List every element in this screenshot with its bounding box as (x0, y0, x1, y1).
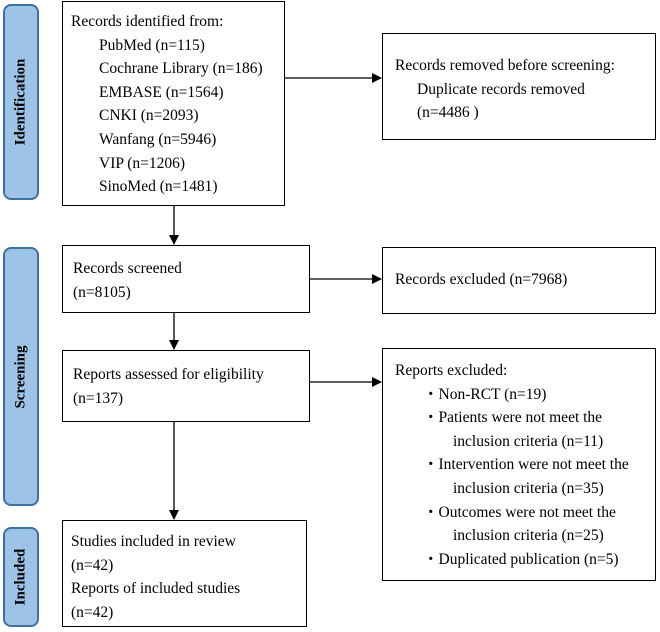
source-item: EMBASE (n=1564) (99, 83, 224, 101)
phase-identification: Identification (3, 4, 39, 200)
exclusion-item: ・Non-RCT (n=19) (423, 385, 547, 403)
source-item: VIP (n=1206) (99, 154, 186, 172)
reports-assessed-box: Reports assessed for eligibility (n=137) (62, 350, 310, 422)
studies-included-box: Studies included in review (n=42) Report… (62, 520, 307, 627)
source-item: PubMed (n=115) (99, 36, 205, 54)
exclusion-item: ・Patients were not meet the (423, 409, 603, 427)
records-screened-count: (n=8105) (73, 283, 131, 301)
source-item: CNKI (n=2093) (99, 107, 199, 125)
records-excluded-text: Records excluded (n=7968) (395, 271, 568, 288)
exclusion-item: ・Intervention were not meet the (423, 456, 629, 474)
records-screened-box: Records screened (n=8105) (62, 245, 310, 313)
phase-screening: Screening (3, 247, 39, 506)
records-screened-label: Records screened (73, 260, 182, 277)
source-item: Wanfang (n=5946) (99, 130, 217, 148)
source-item: Cochrane Library (n=186) (99, 60, 263, 78)
studies-included-count: (n=42) (71, 556, 114, 574)
records-removed-box: Records removed before screening: Duplic… (382, 33, 656, 140)
reports-included-label: Reports of included studies (71, 580, 241, 598)
records-identified-box: Records identified from: PubMed (n=115) … (62, 1, 285, 206)
reports-assessed-label: Reports assessed for eligibility (73, 366, 264, 383)
exclusion-item: inclusion criteria (n=35) (453, 479, 604, 497)
source-item: SinoMed (n=1481) (99, 178, 218, 196)
duplicate-records-count: (n=4486 ) (417, 104, 479, 122)
reports-included-count: (n=42) (71, 603, 114, 621)
reports-assessed-count: (n=137) (73, 389, 124, 407)
exclusion-item: ・Duplicated publication (n=5) (423, 550, 619, 568)
records-removed-heading: Records removed before screening: (395, 57, 615, 74)
exclusion-item: ・Outcomes were not meet the (423, 503, 616, 521)
exclusion-item: inclusion criteria (n=25) (453, 527, 604, 545)
studies-included-label: Studies included in review (71, 533, 236, 550)
duplicate-records-label: Duplicate records removed (417, 80, 585, 98)
phase-included: Included (3, 527, 39, 627)
exclusion-item: inclusion criteria (n=11) (453, 432, 604, 450)
records-identified-heading: Records identified from: (71, 13, 224, 30)
records-excluded-box: Records excluded (n=7968) (382, 247, 656, 314)
reports-excluded-box: Reports excluded: ・Non-RCT (n=19) ・Patie… (382, 348, 656, 581)
reports-excluded-heading: Reports excluded: (395, 362, 508, 379)
